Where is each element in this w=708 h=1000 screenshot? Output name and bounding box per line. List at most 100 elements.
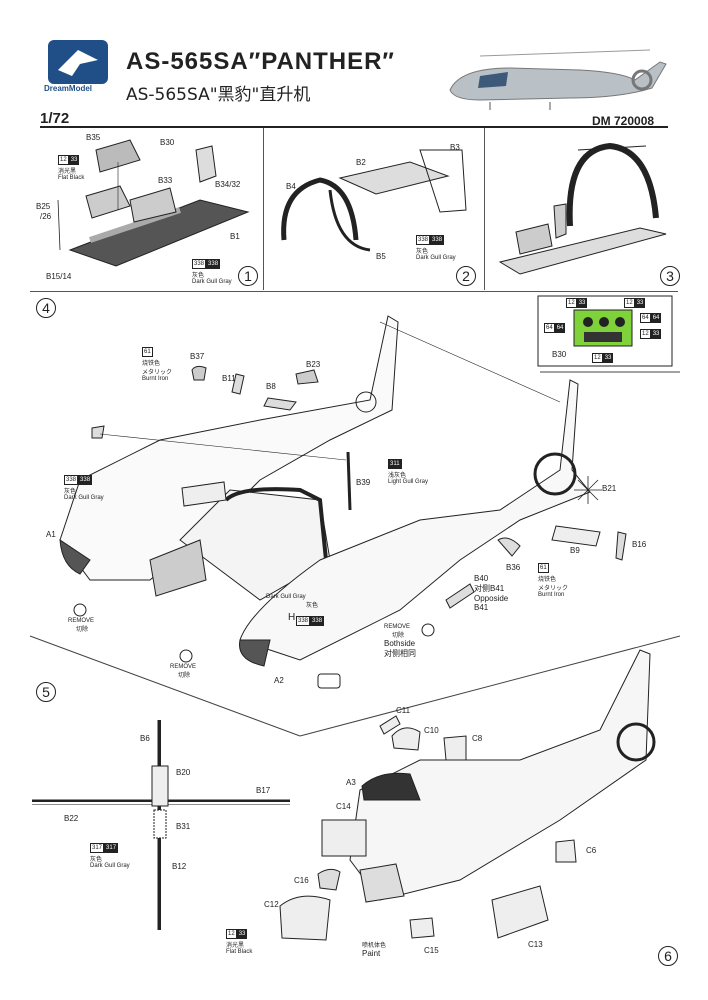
divider-row1 bbox=[30, 291, 678, 292]
opposite-line-2: 对侧B41 bbox=[474, 584, 505, 593]
paint-en: Burnt Iron bbox=[142, 376, 169, 382]
paint-code: 12 bbox=[58, 155, 69, 165]
helicopter-photo bbox=[449, 49, 667, 110]
part-b25: B25 bbox=[36, 202, 51, 211]
part-b12: B12 bbox=[172, 862, 187, 871]
part-c6: C6 bbox=[586, 846, 597, 855]
paint-code: 64 bbox=[640, 313, 651, 323]
remove-en: REMOVE bbox=[384, 624, 411, 630]
step-3-marker: 3 bbox=[660, 266, 680, 286]
paint-en: Burnt Iron bbox=[538, 592, 565, 598]
paint-en: Light Gull Gray bbox=[388, 479, 429, 485]
paint-light-gull-gray: 311 浅灰色 Light Gull Gray bbox=[388, 452, 428, 485]
paint-en: Paint bbox=[362, 949, 381, 958]
paint-en: Flat Black bbox=[58, 175, 85, 181]
paint-code: 338 bbox=[416, 235, 431, 245]
paint-code: 33 bbox=[68, 155, 80, 165]
product-code: DM 720008 bbox=[592, 114, 655, 128]
paint-code: 317 bbox=[90, 843, 105, 853]
paint-code: 33 bbox=[236, 929, 248, 939]
part-c10: C10 bbox=[424, 726, 439, 735]
divider-1-2 bbox=[263, 128, 264, 290]
paint-code: 12 bbox=[226, 929, 237, 939]
step-6-marker: 6 bbox=[658, 946, 678, 966]
part-b39: B39 bbox=[356, 478, 371, 487]
opposite-note: B40 对侧B41 Opposide B41 bbox=[474, 574, 508, 612]
paint-code: 12 bbox=[592, 353, 603, 363]
paint-cn: 灰色 bbox=[64, 489, 77, 495]
paint-code: 338 bbox=[206, 259, 221, 269]
paint-code: 338 bbox=[430, 235, 445, 245]
part-b33: B33 bbox=[158, 176, 173, 185]
part-b36: B36 bbox=[506, 563, 521, 572]
step-2-marker: 2 bbox=[456, 266, 476, 286]
inset-part-b30: B30 bbox=[552, 350, 567, 359]
part-b37: B37 bbox=[190, 352, 205, 361]
part-c15: C15 bbox=[424, 946, 439, 955]
remove-en: REMOVE bbox=[170, 664, 197, 670]
paint-cn: 消光黑 bbox=[226, 943, 245, 949]
part-b35: B35 bbox=[86, 133, 101, 142]
part-b8: B8 bbox=[266, 382, 276, 391]
brand-name: DreamModel bbox=[44, 84, 93, 93]
paint-code: 338 bbox=[296, 616, 311, 626]
paint-en: Dark Gull Gray bbox=[90, 863, 130, 869]
page-subtitle: AS-565SA"黑豹"直升机 bbox=[126, 85, 311, 105]
remove-note-1: REMOVE 切除 bbox=[68, 618, 94, 633]
paint-code: 338 bbox=[310, 616, 325, 626]
part-b3: B3 bbox=[450, 143, 460, 152]
part-b16: B16 bbox=[632, 540, 647, 549]
paint-en: Dark Gull Gray bbox=[64, 495, 104, 501]
paint-code: 338 bbox=[192, 259, 207, 269]
part-b30: B30 bbox=[160, 138, 175, 147]
remove-cn: 切除 bbox=[392, 633, 405, 639]
part-c12: C12 bbox=[264, 900, 279, 909]
remove-cn: 切除 bbox=[76, 627, 89, 633]
part-c16: C16 bbox=[294, 876, 309, 885]
paint-jp: メタリック bbox=[142, 370, 173, 376]
part-26: /26 bbox=[40, 212, 52, 221]
paint-code: 12 bbox=[566, 298, 577, 308]
part-b21: B21 bbox=[602, 484, 617, 493]
paint-burnt-iron-1: 61 烧铁色 メタリック Burnt Iron bbox=[142, 340, 172, 382]
part-b1: B1 bbox=[230, 232, 240, 241]
paint-code: 311 bbox=[388, 459, 402, 469]
part-a3: A3 bbox=[346, 778, 356, 787]
paint-code: 61 bbox=[142, 347, 153, 357]
remove-en: REMOVE bbox=[68, 618, 95, 624]
part-b23: B23 bbox=[306, 360, 321, 369]
paint-en: Dark Gull Gray bbox=[266, 594, 306, 600]
step-4-marker: 4 bbox=[36, 298, 56, 318]
part-a2: A2 bbox=[274, 676, 284, 685]
paint-cn: 喷机体色 bbox=[362, 943, 387, 949]
paint-code: 64 bbox=[544, 323, 555, 333]
paint-cn: 浅灰色 bbox=[388, 473, 407, 479]
part-b15-14: B15/14 bbox=[46, 272, 72, 281]
paint-code: 33 bbox=[602, 353, 614, 363]
paint-code: 64 bbox=[650, 313, 662, 323]
paint-body-color: 喷机体色 Paint bbox=[362, 940, 386, 958]
bothside-en: Bothside bbox=[384, 639, 416, 648]
part-c8: C8 bbox=[472, 734, 483, 743]
paint-code: 64 bbox=[554, 323, 566, 333]
paint-code: 33 bbox=[634, 298, 646, 308]
part-b2: B2 bbox=[356, 158, 366, 167]
paint-cn: 灰色 bbox=[192, 273, 205, 279]
remove-note-2: REMOVE 切除 bbox=[170, 664, 196, 679]
paint-code: 33 bbox=[576, 298, 588, 308]
opposite-line-3: Opposide bbox=[474, 594, 509, 603]
part-b34-32: B34/32 bbox=[215, 180, 241, 189]
part-h: H bbox=[288, 612, 296, 623]
paint-code: 12 bbox=[640, 329, 651, 339]
paint-cn: 灰色 bbox=[90, 857, 103, 863]
paint-en: Dark Gull Gray bbox=[416, 255, 456, 261]
part-b5: B5 bbox=[376, 252, 386, 261]
